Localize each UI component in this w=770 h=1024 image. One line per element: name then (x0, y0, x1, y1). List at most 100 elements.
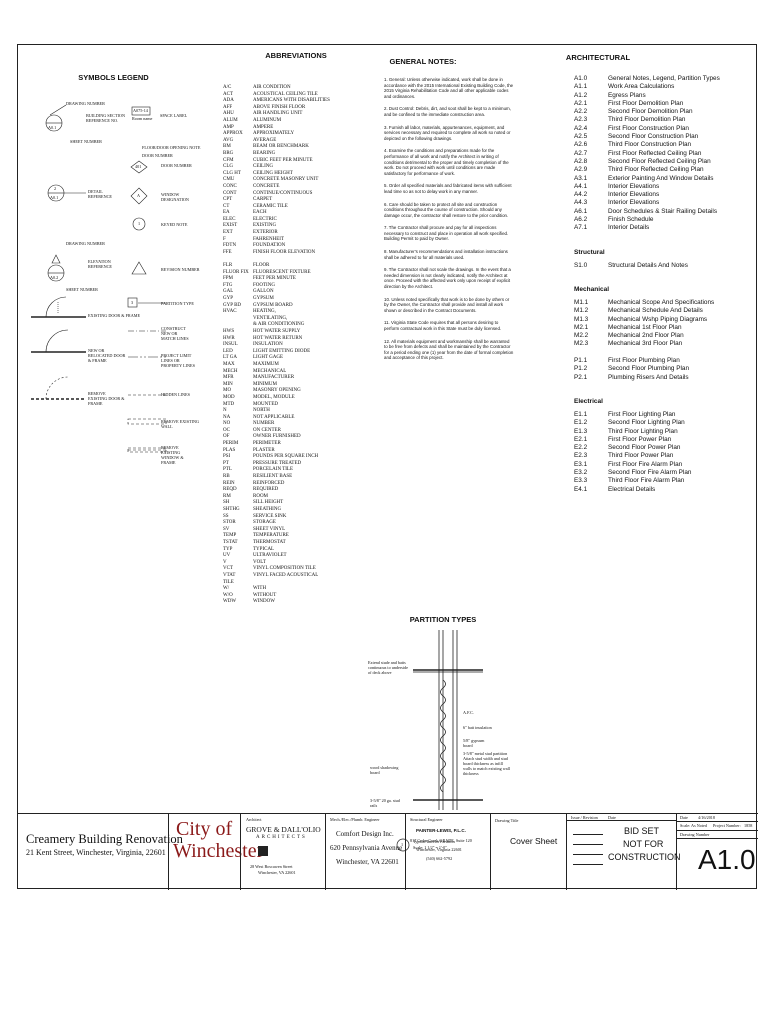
sheet-title: Mechanical 2nd Floor Plan (608, 332, 684, 340)
abbreviation-desc: APPROXIMATELY (253, 131, 295, 137)
index-spacer (574, 382, 754, 390)
status-line-3: CONSTRUCTION (608, 852, 681, 862)
abbreviation-desc: MASONRY OPENING (253, 388, 301, 394)
sheet-code: A1.2 (574, 91, 588, 99)
abbreviation-desc: AMERICANS WITH DISABILITIES (253, 98, 330, 104)
abbreviation-desc: ALUMINUM (253, 117, 282, 123)
architect-address-2: Winchester, VA 22601 (258, 870, 296, 875)
sheet-title: Second Floor Reflected Ceiling Plan (608, 157, 711, 165)
partition-caption: Typical Interior Partition (413, 839, 455, 844)
sheet-code: A2.2 (574, 108, 588, 116)
date-value: 4/16/2018 (698, 815, 715, 820)
sheet-title: General Notes, Legend, Partition Types (608, 75, 720, 82)
abbreviation-desc: EACH (253, 210, 267, 216)
abbreviation-code: CT (223, 203, 230, 209)
abbreviation-code: ACT (223, 91, 233, 97)
partition-label-5: wood shadowing board (370, 765, 399, 775)
sym-existing-door: EXISTING DOOR & FRAME (88, 313, 140, 318)
abbreviation-row: TILE (223, 580, 378, 587)
abbreviation-desc: MAXIMUM (253, 361, 279, 367)
sheet-title: Mechanical Schedule And Details (608, 307, 703, 315)
abbreviation-code: PSI (223, 454, 231, 460)
abbreviation-desc: REINFORCED (253, 480, 285, 486)
index-spacer (574, 270, 754, 278)
general-note: 2. Dust Control: Debris, dirt, and soot … (384, 106, 511, 117)
abbreviation-code: APPROX (223, 131, 243, 137)
abbreviation-desc: FLOOR (253, 263, 270, 269)
architect-sub: ARCHITECTS (256, 835, 307, 840)
drawing-title-label: Drawing Title (495, 818, 519, 823)
abbreviation-code: UV (223, 553, 231, 559)
abbreviation-code: ELEC (223, 216, 236, 222)
sym-elev-sheet: A0.2 (50, 275, 59, 280)
abbreviation-desc: GYPSUM (253, 296, 274, 301)
sheet-code: P2.1 (574, 373, 588, 381)
index-row: P1.2 Second Floor Plumbing Plan (574, 365, 754, 373)
abbreviation-code: CLG (223, 164, 233, 170)
sheet-code: P1.2 (574, 365, 588, 373)
sym-elev-dn: DRAWING NUMBER (66, 241, 105, 246)
abbreviation-row: APPROX APPROXIMATELY (223, 131, 378, 138)
abbreviation-code (223, 256, 253, 263)
sheet-code: A4.3 (574, 199, 588, 207)
partition-label-3: 5/8" gypsum board (463, 738, 485, 748)
sym-new-relocated: NEW OR RELOCATED DOOR & FRAME (88, 348, 126, 363)
sheet-code: A1.1 (574, 83, 588, 91)
abbreviation-code: SH (223, 500, 230, 506)
sheet-code: M1.2 (574, 307, 589, 315)
abbreviation-desc: REQUIRED (253, 487, 279, 493)
abbreviation-desc: WITH (253, 586, 267, 592)
abbreviation-desc: GYPSUM BOARD (253, 302, 293, 308)
sheet-code: A2.7 (574, 149, 588, 157)
abbreviation-code: NO (223, 421, 231, 427)
sym-keyed-tag: 1 (138, 221, 141, 226)
sheet-code: E2.1 (574, 435, 588, 443)
abbreviation-desc: AIR HANDLING UNIT (253, 111, 303, 117)
sheet-number: A1.0 (698, 844, 756, 875)
sym-remove-wall: REMOVE EXISTING WALL (161, 419, 200, 429)
abbreviation-desc: RESILIENT BASE (253, 474, 293, 480)
general-note: 7. The Contractor shall procure and pay … (384, 225, 509, 242)
partition-types-title: PARTITION TYPES (409, 615, 477, 624)
issue-label: Issue / Revision (571, 815, 598, 820)
sheet-title: Third Floor Lighting Plan (608, 427, 678, 435)
abbreviation-desc: ROOM (253, 493, 269, 499)
sheet-title: Mechanical Wshp Piping Diagrams (608, 315, 708, 323)
sheet-code: E1.1 (574, 410, 588, 418)
sheet-title: Second Floor Plumbing Plan (608, 365, 689, 373)
abbreviation-desc: WINDOW (253, 599, 275, 605)
sheet-code: E2.3 (574, 452, 588, 460)
abbreviation-row: ACT ACOUSTICAL CEILING TILE (223, 92, 378, 99)
abbreviation-code: EXT (223, 230, 233, 236)
abbreviation-desc: VINYL COMPOSITION TILE (253, 566, 316, 572)
architect-logo-icon (258, 846, 268, 856)
abbreviation-desc: ACOUSTICAL CEILING TILE (253, 91, 318, 97)
index-spacer (574, 494, 754, 502)
abbreviation-code (223, 316, 253, 323)
general-note: 4. Examine the conditions and preparatio… (384, 148, 509, 176)
abbreviation-code: WDW (223, 599, 237, 605)
mep-name: Comfort Design Inc. (336, 830, 394, 838)
abbreviation-desc: FOUNDATION (253, 243, 286, 249)
sym-elev-sn: SHEET NUMBER (66, 287, 98, 292)
index-section-title: Electrical (574, 397, 603, 405)
